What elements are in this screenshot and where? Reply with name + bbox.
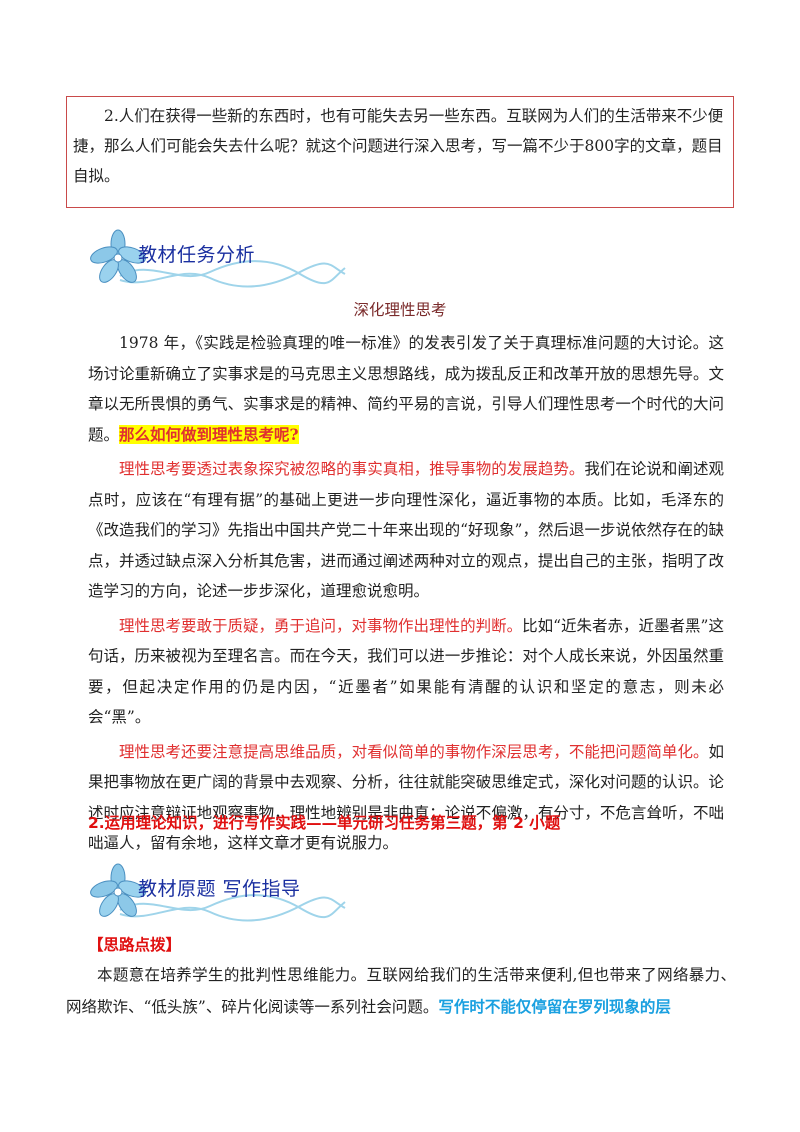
highlight-question: 那么如何做到理性思考呢? [119, 424, 299, 444]
flower-icon [90, 863, 346, 922]
paragraph-2: 理性思考要透过表象探究被忽略的事实真相，推导事物的发展趋势。我们在论说和阐述观点… [88, 454, 724, 607]
paragraph-4: 理性思考还要注意提高思维品质，对看似简单的事物作深层思考，不能把问题简单化。如果… [88, 737, 724, 859]
key-point: 理性思考要透过表象探究被忽略的事实真相，推导事物的发展趋势。 [119, 460, 585, 478]
flower-icon [90, 229, 346, 288]
paragraph-text: 我们在论说和阐述观点时，应该在“有理有据”的基础上更进一步向理性深化，逼近事物的… [88, 460, 724, 600]
question-box: 2.人们在获得一些新的东西时，也有可能失去另一些东西。互联网为人们的生活带来不少… [66, 96, 734, 208]
key-point: 写作时不能仅停留在罗列现象的层 [438, 997, 671, 1016]
paragraph-text: 比如“近朱者赤，近墨者黑”这句话，历来被视为至理名言。而在今天，我们可以进一步推… [88, 616, 724, 727]
tips-paragraph: 本题意在培养学生的批判性思维能力。互联网给我们的生活带来便利,但也带来了网络暴力… [66, 960, 736, 1023]
paragraph-text: 如果把事物放在更广阔的背景中去观察、分析，往往就能突破思维定式，深化对问题的认识… [88, 742, 724, 853]
task-line: 2.运用理论知识，进行写作实践——单元研习任务第三题，第 2 小题 [88, 814, 561, 832]
section-title: 教材原题 写作指导 [138, 878, 301, 900]
analysis-body: 1978 年，《实践是检验真理的唯一标准》的发表引发了关于真理标准问题的大讨论。… [88, 328, 724, 859]
section-header-task-analysis: 教材任务分析 [90, 228, 390, 308]
paragraph-3: 理性思考要敢于质疑，勇于追问，对事物作出理性的判断。比如“近朱者赤，近墨者黑”这… [88, 611, 724, 733]
subtitle: 深化理性思考 [353, 301, 447, 319]
key-point: 理性思考要敢于质疑，勇于追问，对事物作出理性的判断。 [119, 616, 523, 635]
question-text: 2.人们在获得一些新的东西时，也有可能失去另一些东西。互联网为人们的生活带来不少… [73, 107, 724, 185]
key-point: 理性思考还要注意提高思维品质，对看似简单的事物作深层思考，不能把问题简单化。 [119, 742, 709, 761]
tips-body: 本题意在培养学生的批判性思维能力。互联网给我们的生活带来便利,但也带来了网络暴力… [66, 960, 736, 1023]
tips-label: 【思路点拨】 [88, 936, 182, 954]
section-header-writing-guide: 教材原题 写作指导 [90, 862, 390, 942]
section-title: 教材任务分析 [138, 244, 256, 266]
paragraph-1: 1978 年，《实践是检验真理的唯一标准》的发表引发了关于真理标准问题的大讨论。… [88, 328, 724, 450]
paragraph-text: 本题意在培养学生的批判性思维能力。互联网给我们的生活带来便利,但也带来了网络暴力… [66, 966, 736, 1016]
paragraph-text: 1978 年，《实践是检验真理的唯一标准》的发表引发了关于真理标准问题的大讨论。… [88, 334, 724, 444]
